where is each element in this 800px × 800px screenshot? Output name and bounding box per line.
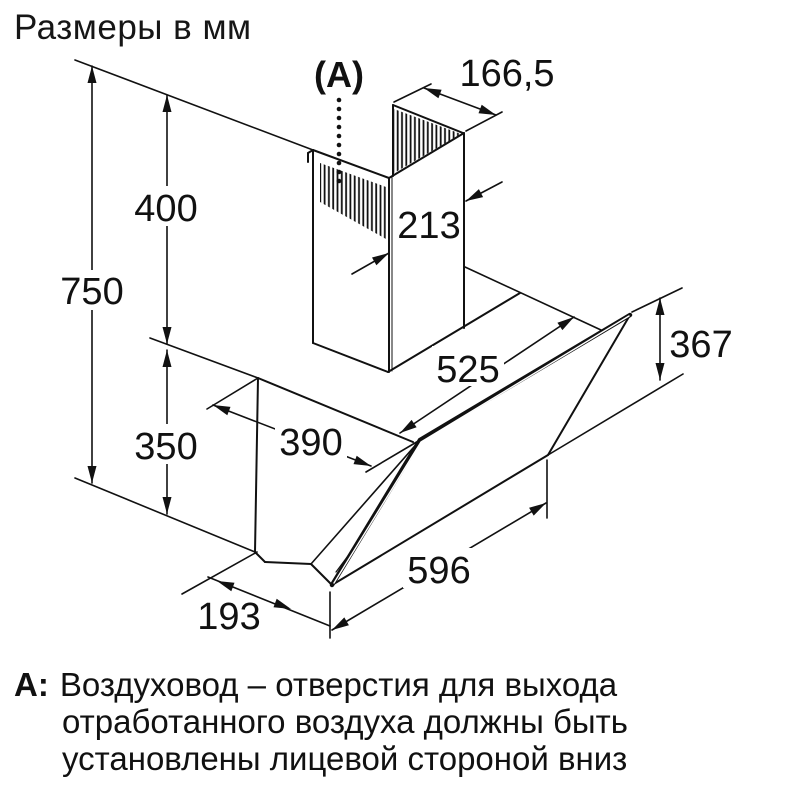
vent-slots-left: [320, 163, 386, 239]
vent-marker-label: (A): [314, 54, 364, 95]
note-a-line3: установлены лицевой стороной вниз: [62, 740, 628, 777]
dim-label-367: 367: [669, 324, 732, 366]
flue-duct: [307, 104, 521, 373]
dimension-labels: 750 400 350 166,5 213 525 390 367 596 19…: [60, 53, 732, 638]
dim-label-390: 390: [279, 422, 342, 464]
dimension-label-backgrounds: [56, 186, 504, 588]
note-a-line1: A: Воздуховод – отверстия для выхода: [14, 666, 786, 703]
dim-label-400: 400: [134, 188, 197, 230]
page-title: Размеры в мм: [14, 8, 252, 47]
extension-lines: [74, 59, 684, 639]
dim-label-525: 525: [436, 349, 499, 391]
note-a-line1-text: Воздуховод – отверстия для выхода: [59, 666, 618, 703]
note-a-prefix: A:: [14, 666, 49, 703]
dimension-arrowheads: [87, 66, 665, 630]
dim-label-213: 213: [397, 205, 460, 247]
dim-label-750: 750: [60, 271, 123, 313]
dim-label-596: 596: [407, 550, 470, 592]
dim-label-166-5: 166,5: [459, 53, 554, 95]
vent-marker-dotted-leader: [336, 97, 342, 184]
note-a-line2: отработанного воздуха должны быть: [62, 703, 628, 740]
vent-slots-right: [394, 109, 461, 173]
note-a: A: Воздуховод – отверстия для выхода отра…: [14, 666, 786, 777]
hood-body: [254, 266, 602, 586]
dim-label-193: 193: [197, 596, 260, 638]
dim-label-350: 350: [134, 426, 197, 468]
